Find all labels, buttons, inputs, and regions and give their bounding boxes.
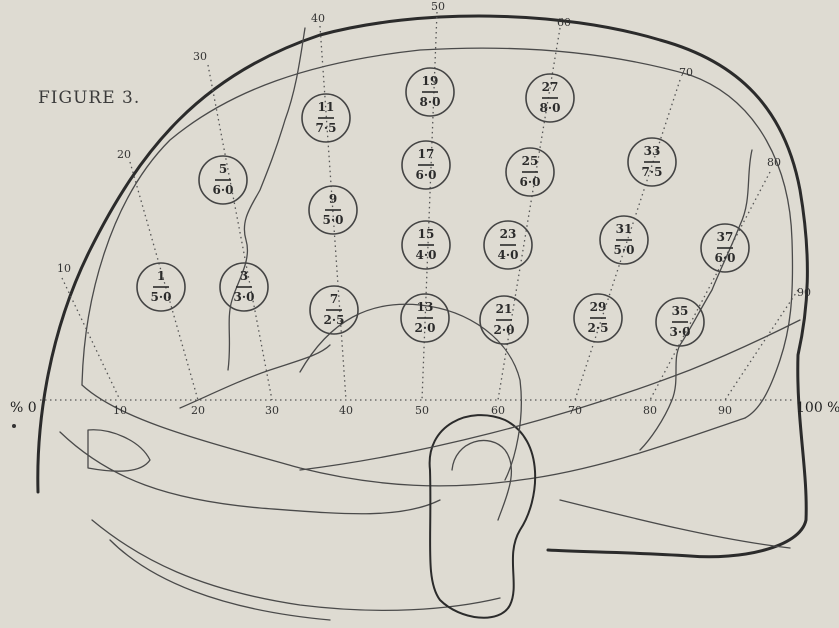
fraction-denominator: 5·0 bbox=[323, 213, 344, 227]
fraction-numerator: 7 bbox=[330, 292, 338, 306]
fraction-numerator: 3 bbox=[240, 269, 248, 283]
fraction-denominator: 2·0 bbox=[494, 323, 515, 337]
arc-tick: 20 bbox=[117, 148, 131, 161]
arc-tick: 10 bbox=[57, 262, 71, 275]
ear-outline bbox=[430, 415, 536, 618]
fraction-numerator: 13 bbox=[417, 300, 434, 314]
fraction-point: 37 6·0 bbox=[701, 224, 749, 272]
jaw-line bbox=[110, 540, 330, 620]
arc-tick: 30 bbox=[193, 50, 207, 63]
central-fissure bbox=[228, 28, 305, 370]
temporal-fissure bbox=[180, 345, 330, 408]
fraction-numerator: 17 bbox=[418, 147, 435, 161]
arc-tick: 90 bbox=[797, 286, 811, 299]
ear-inner bbox=[452, 440, 511, 520]
measurement-points: 1 5·0 3 3·0 5 6·0 7 2·5 9 5·0 11 7·5 13 2·0 15 4·0 17 6·0… bbox=[137, 68, 749, 346]
fraction-denominator: 8·0 bbox=[540, 101, 561, 115]
fraction-denominator: 5·0 bbox=[151, 290, 172, 304]
lower-sweep bbox=[300, 320, 800, 470]
fraction-numerator: 27 bbox=[542, 80, 559, 94]
face-line-1 bbox=[60, 432, 440, 514]
fraction-denominator: 7·5 bbox=[316, 121, 337, 135]
fraction-point: 21 2·0 bbox=[480, 296, 528, 344]
baseline-tick: 20 bbox=[191, 404, 205, 417]
fraction-numerator: 21 bbox=[496, 302, 513, 316]
fraction-numerator: 35 bbox=[672, 304, 689, 318]
fraction-numerator: 25 bbox=[522, 154, 539, 168]
fraction-point: 27 8·0 bbox=[526, 74, 574, 122]
fraction-numerator: 23 bbox=[500, 227, 517, 241]
baseline-tick: 10 bbox=[113, 404, 127, 417]
baseline-tick: 80 bbox=[643, 404, 657, 417]
baseline-tick: 30 bbox=[265, 404, 279, 417]
fraction-denominator: 8·0 bbox=[420, 95, 441, 109]
fraction-point: 5 6·0 bbox=[199, 156, 247, 204]
fraction-denominator: 5·0 bbox=[614, 243, 635, 257]
fraction-point: 31 5·0 bbox=[600, 216, 648, 264]
left-edge-label: % 0 bbox=[10, 400, 37, 416]
fraction-numerator: 19 bbox=[422, 74, 439, 88]
fraction-point: 29 2·5 bbox=[574, 294, 622, 342]
baseline-tick: 70 bbox=[568, 404, 582, 417]
fraction-denominator: 6·0 bbox=[213, 183, 234, 197]
fraction-point: 15 4·0 bbox=[402, 221, 450, 269]
sylvian-curve bbox=[300, 304, 521, 480]
fraction-point: 1 5·0 bbox=[137, 263, 185, 311]
baseline-tick: 40 bbox=[339, 404, 353, 417]
baseline-tick: 50 bbox=[415, 404, 429, 417]
fraction-point: 13 2·0 bbox=[401, 294, 449, 342]
fraction-numerator: 37 bbox=[717, 230, 734, 244]
fraction-point: 35 3·0 bbox=[656, 298, 704, 346]
baseline-tick-labels: 10 20 30 40 50 60 70 80 90 bbox=[113, 404, 732, 417]
fraction-denominator: 2·0 bbox=[415, 321, 436, 335]
fraction-denominator: 2·5 bbox=[324, 313, 345, 327]
fraction-point: 7 2·5 bbox=[310, 286, 358, 334]
dot-mark bbox=[12, 424, 16, 428]
fraction-point: 9 5·0 bbox=[309, 186, 357, 234]
arc-tick: 80 bbox=[767, 156, 781, 169]
fraction-point: 17 6·0 bbox=[402, 141, 450, 189]
fraction-point: 25 6·0 bbox=[506, 148, 554, 196]
arc-tick: 40 bbox=[311, 12, 325, 25]
fraction-denominator: 2·5 bbox=[588, 321, 609, 335]
fraction-denominator: 3·0 bbox=[670, 325, 691, 339]
fraction-numerator: 9 bbox=[329, 192, 337, 206]
fraction-point: 33 7·5 bbox=[628, 138, 676, 186]
orbit-outline bbox=[88, 430, 150, 471]
arc-tick: 70 bbox=[679, 66, 693, 79]
baseline-tick: 60 bbox=[491, 404, 505, 417]
fraction-numerator: 33 bbox=[644, 144, 661, 158]
arc-tick: 60 bbox=[557, 16, 571, 29]
fraction-point: 11 7·5 bbox=[302, 94, 350, 142]
fraction-denominator: 3·0 bbox=[234, 290, 255, 304]
neck-line bbox=[560, 500, 790, 548]
fraction-denominator: 4·0 bbox=[498, 248, 519, 262]
arc-tick: 50 bbox=[431, 0, 445, 13]
right-edge-label: 100 % bbox=[796, 400, 839, 416]
fraction-point: 3 3·0 bbox=[220, 263, 268, 311]
fraction-numerator: 11 bbox=[318, 100, 335, 114]
fraction-numerator: 31 bbox=[616, 222, 633, 236]
fraction-numerator: 5 bbox=[219, 162, 227, 176]
fraction-denominator: 6·0 bbox=[715, 251, 736, 265]
fraction-denominator: 4·0 bbox=[416, 248, 437, 262]
fraction-denominator: 6·0 bbox=[520, 175, 541, 189]
fraction-point: 19 8·0 bbox=[406, 68, 454, 116]
fraction-point: 23 4·0 bbox=[484, 221, 532, 269]
baseline-tick: 90 bbox=[718, 404, 732, 417]
fraction-numerator: 15 bbox=[418, 227, 435, 241]
fraction-denominator: 7·5 bbox=[642, 165, 663, 179]
fraction-denominator: 6·0 bbox=[416, 168, 437, 182]
fraction-numerator: 1 bbox=[157, 269, 165, 283]
fraction-numerator: 29 bbox=[590, 300, 607, 314]
